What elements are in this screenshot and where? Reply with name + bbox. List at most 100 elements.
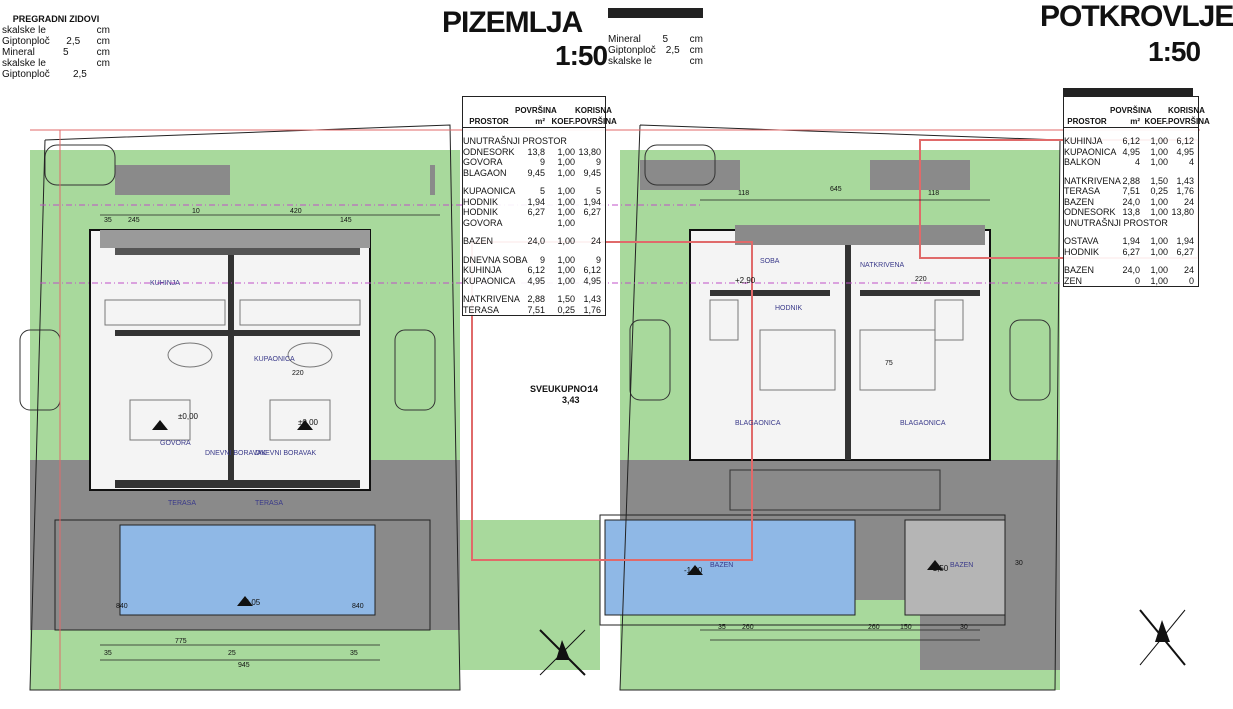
sofa-1: [129, 399, 191, 441]
terrace-right: [729, 469, 941, 511]
table-total-value-2: 3,43: [562, 395, 580, 405]
dim-label: 945: [238, 662, 250, 669]
north-arrow-icon-right: [1139, 609, 1186, 666]
section-frame-left: [471, 241, 753, 561]
level-label-1: ±0,00: [178, 412, 198, 421]
dim-label: 220: [292, 370, 304, 377]
dim-label: 25: [228, 650, 236, 657]
room-label-govora: GOVORA: [160, 440, 191, 447]
dim-label: 145: [340, 217, 352, 224]
bed-2: [859, 329, 936, 391]
dim-label: 645: [830, 186, 842, 193]
room-label-bazen: BAZEN: [710, 562, 734, 569]
north-arrow-icon: [539, 629, 586, 676]
car-1: [44, 144, 116, 186]
dim-label: 150: [900, 624, 912, 631]
roof-right: [735, 225, 985, 245]
car-4: [1009, 319, 1051, 401]
title-ground-floor: PIZEMLJA: [442, 6, 583, 39]
dim-label: 35: [104, 217, 112, 224]
bed-1: [759, 329, 836, 391]
table-total-label: SVEUKUPNO:: [530, 384, 591, 394]
car-2: [644, 144, 716, 186]
wall-mid-right-2: [860, 290, 980, 296]
legend-mid-bar: [608, 8, 703, 18]
table-total-value-1: 14: [588, 384, 599, 394]
table-row: UNUTRAŠNJI PROSTOR: [463, 136, 567, 146]
dim-label: 260: [742, 624, 754, 631]
car-6: [394, 329, 436, 411]
table-1: [167, 342, 213, 368]
dim-label: 220: [915, 276, 927, 283]
dim-label: 35: [104, 650, 112, 657]
dim-label: 245: [128, 217, 140, 224]
table-right-topbar: [1063, 88, 1193, 96]
room-label-hodnik: HODNIK: [775, 305, 803, 312]
house-right: [689, 229, 991, 461]
pool-right: [604, 519, 856, 616]
level-marker-icon: [152, 420, 943, 606]
bath-fixture-1: [709, 299, 739, 341]
dim-label: 775: [175, 638, 187, 645]
area-table-left: PROSTOR POVRŠINA m² KOEF. KORISNA POVRŠI…: [462, 96, 617, 316]
kitchen-counter-1: [104, 299, 226, 326]
room-label-blagaon: BLAGAONICA: [735, 420, 781, 427]
dim-label: 35: [350, 650, 358, 657]
floor-plan-drawing: [19, 8, 1200, 691]
area-table-right: PROSTOR POVRŠINA m² KOEF. KORISNA POVRŠI…: [1063, 96, 1210, 287]
level-label-3: -0,05: [242, 598, 261, 607]
wall-bottom-left: [115, 480, 360, 488]
room-label-kuhinja: KUHINJA: [150, 280, 180, 287]
dim-label: 118: [738, 190, 750, 197]
pool-deck-left: [54, 519, 431, 631]
level-label-5: -1,50: [930, 564, 949, 573]
legend-left-header: PREGRADNI ZIDOVI: [12, 14, 100, 24]
room-label-kupaonica: KUPAONICA: [254, 356, 295, 363]
wall-mid-right-1: [710, 290, 830, 296]
sofa-2: [269, 399, 331, 441]
level-label-6: +2,90: [735, 276, 756, 285]
plot-boundary-right: [619, 124, 1061, 691]
wall-center-right: [845, 245, 851, 460]
dim-label: 30: [960, 624, 968, 631]
dim-label: 35: [718, 624, 726, 631]
dim-label: 30: [1015, 560, 1023, 567]
room-label-terasa-2: TERASA: [255, 500, 284, 507]
dim-label: 10: [192, 208, 200, 215]
bath-fixture-2: [934, 299, 964, 341]
lawn-patch-2: [460, 520, 600, 670]
wall-mid-left: [115, 330, 360, 336]
room-label-blagaon-2: BLAGAONICA: [900, 420, 946, 427]
table-header: PROSTOR POVRŠINA m² KOEF. KORISNA POVRŠI…: [463, 97, 617, 128]
lawn-patch-1: [230, 165, 430, 195]
wall-center-left: [228, 255, 234, 485]
title-ground-floor-scale: 1:50: [555, 40, 608, 71]
room-label-bazen-2: BAZEN: [950, 562, 974, 569]
level-label-2: ±0,00: [298, 418, 318, 427]
roof-left: [100, 230, 370, 248]
